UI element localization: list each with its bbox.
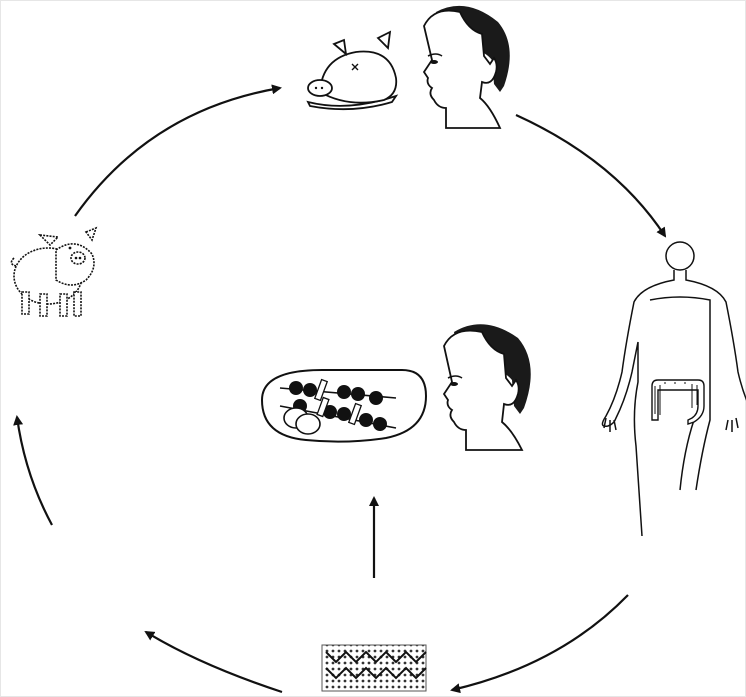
meat-skewer-plate-icon [262, 370, 426, 442]
pig-icon [11, 228, 96, 316]
arrow-eggs-to-pig-upper [17, 417, 52, 525]
man-head-icon [424, 6, 510, 128]
egg-cluster-icon [322, 645, 426, 691]
arrow-eggs-to-pig-lower [146, 632, 282, 692]
arrow-roast-to-body [516, 115, 665, 236]
man-head-icon [444, 324, 531, 450]
arrow-body-to-eggs [452, 595, 628, 690]
arrow-pig-to-roast [75, 88, 280, 216]
roast-pig-platter-icon [308, 32, 396, 109]
